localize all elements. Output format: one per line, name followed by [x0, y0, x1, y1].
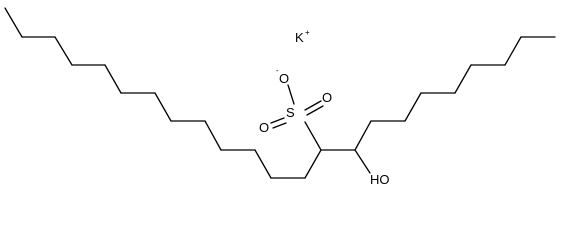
oxygen-left-label: O	[259, 120, 269, 135]
bond	[354, 120, 372, 151]
potassium-label: K	[295, 30, 304, 45]
potassium-charge: +	[305, 28, 310, 37]
bond	[254, 149, 272, 179]
bond	[54, 36, 73, 66]
bond	[404, 92, 422, 122]
bond-c-s	[304, 121, 322, 151]
bond	[154, 92, 172, 122]
right-alkyl-chain	[354, 36, 556, 151]
hydroxyl-label: HO	[370, 172, 390, 185]
bond	[304, 149, 322, 179]
bond	[504, 36, 522, 66]
molecule-diagram: K + O - S O O HO	[4, 7, 556, 185]
oxygen-anion-label: O	[279, 71, 289, 86]
bond-s-o-double-top-b	[306, 105, 324, 116]
structure-svg: K + O - S O O HO	[4, 7, 556, 185]
bond-s-o-double-top-a	[304, 100, 322, 111]
sulfur-label: S	[286, 105, 295, 120]
bond-s-o-anion	[287, 84, 295, 105]
bond-s-o-double-left-a	[270, 117, 285, 124]
bond	[454, 64, 472, 94]
bond-s-o-double-left-b	[272, 122, 287, 129]
bond-c-oh	[354, 149, 371, 174]
anion-charge: -	[276, 66, 279, 75]
bond	[104, 64, 122, 94]
oxygen-top-label: O	[322, 90, 332, 105]
left-alkyl-chain	[4, 7, 322, 179]
bond	[4, 7, 23, 38]
bond	[204, 120, 222, 151]
sulfonate-group	[270, 84, 324, 151]
